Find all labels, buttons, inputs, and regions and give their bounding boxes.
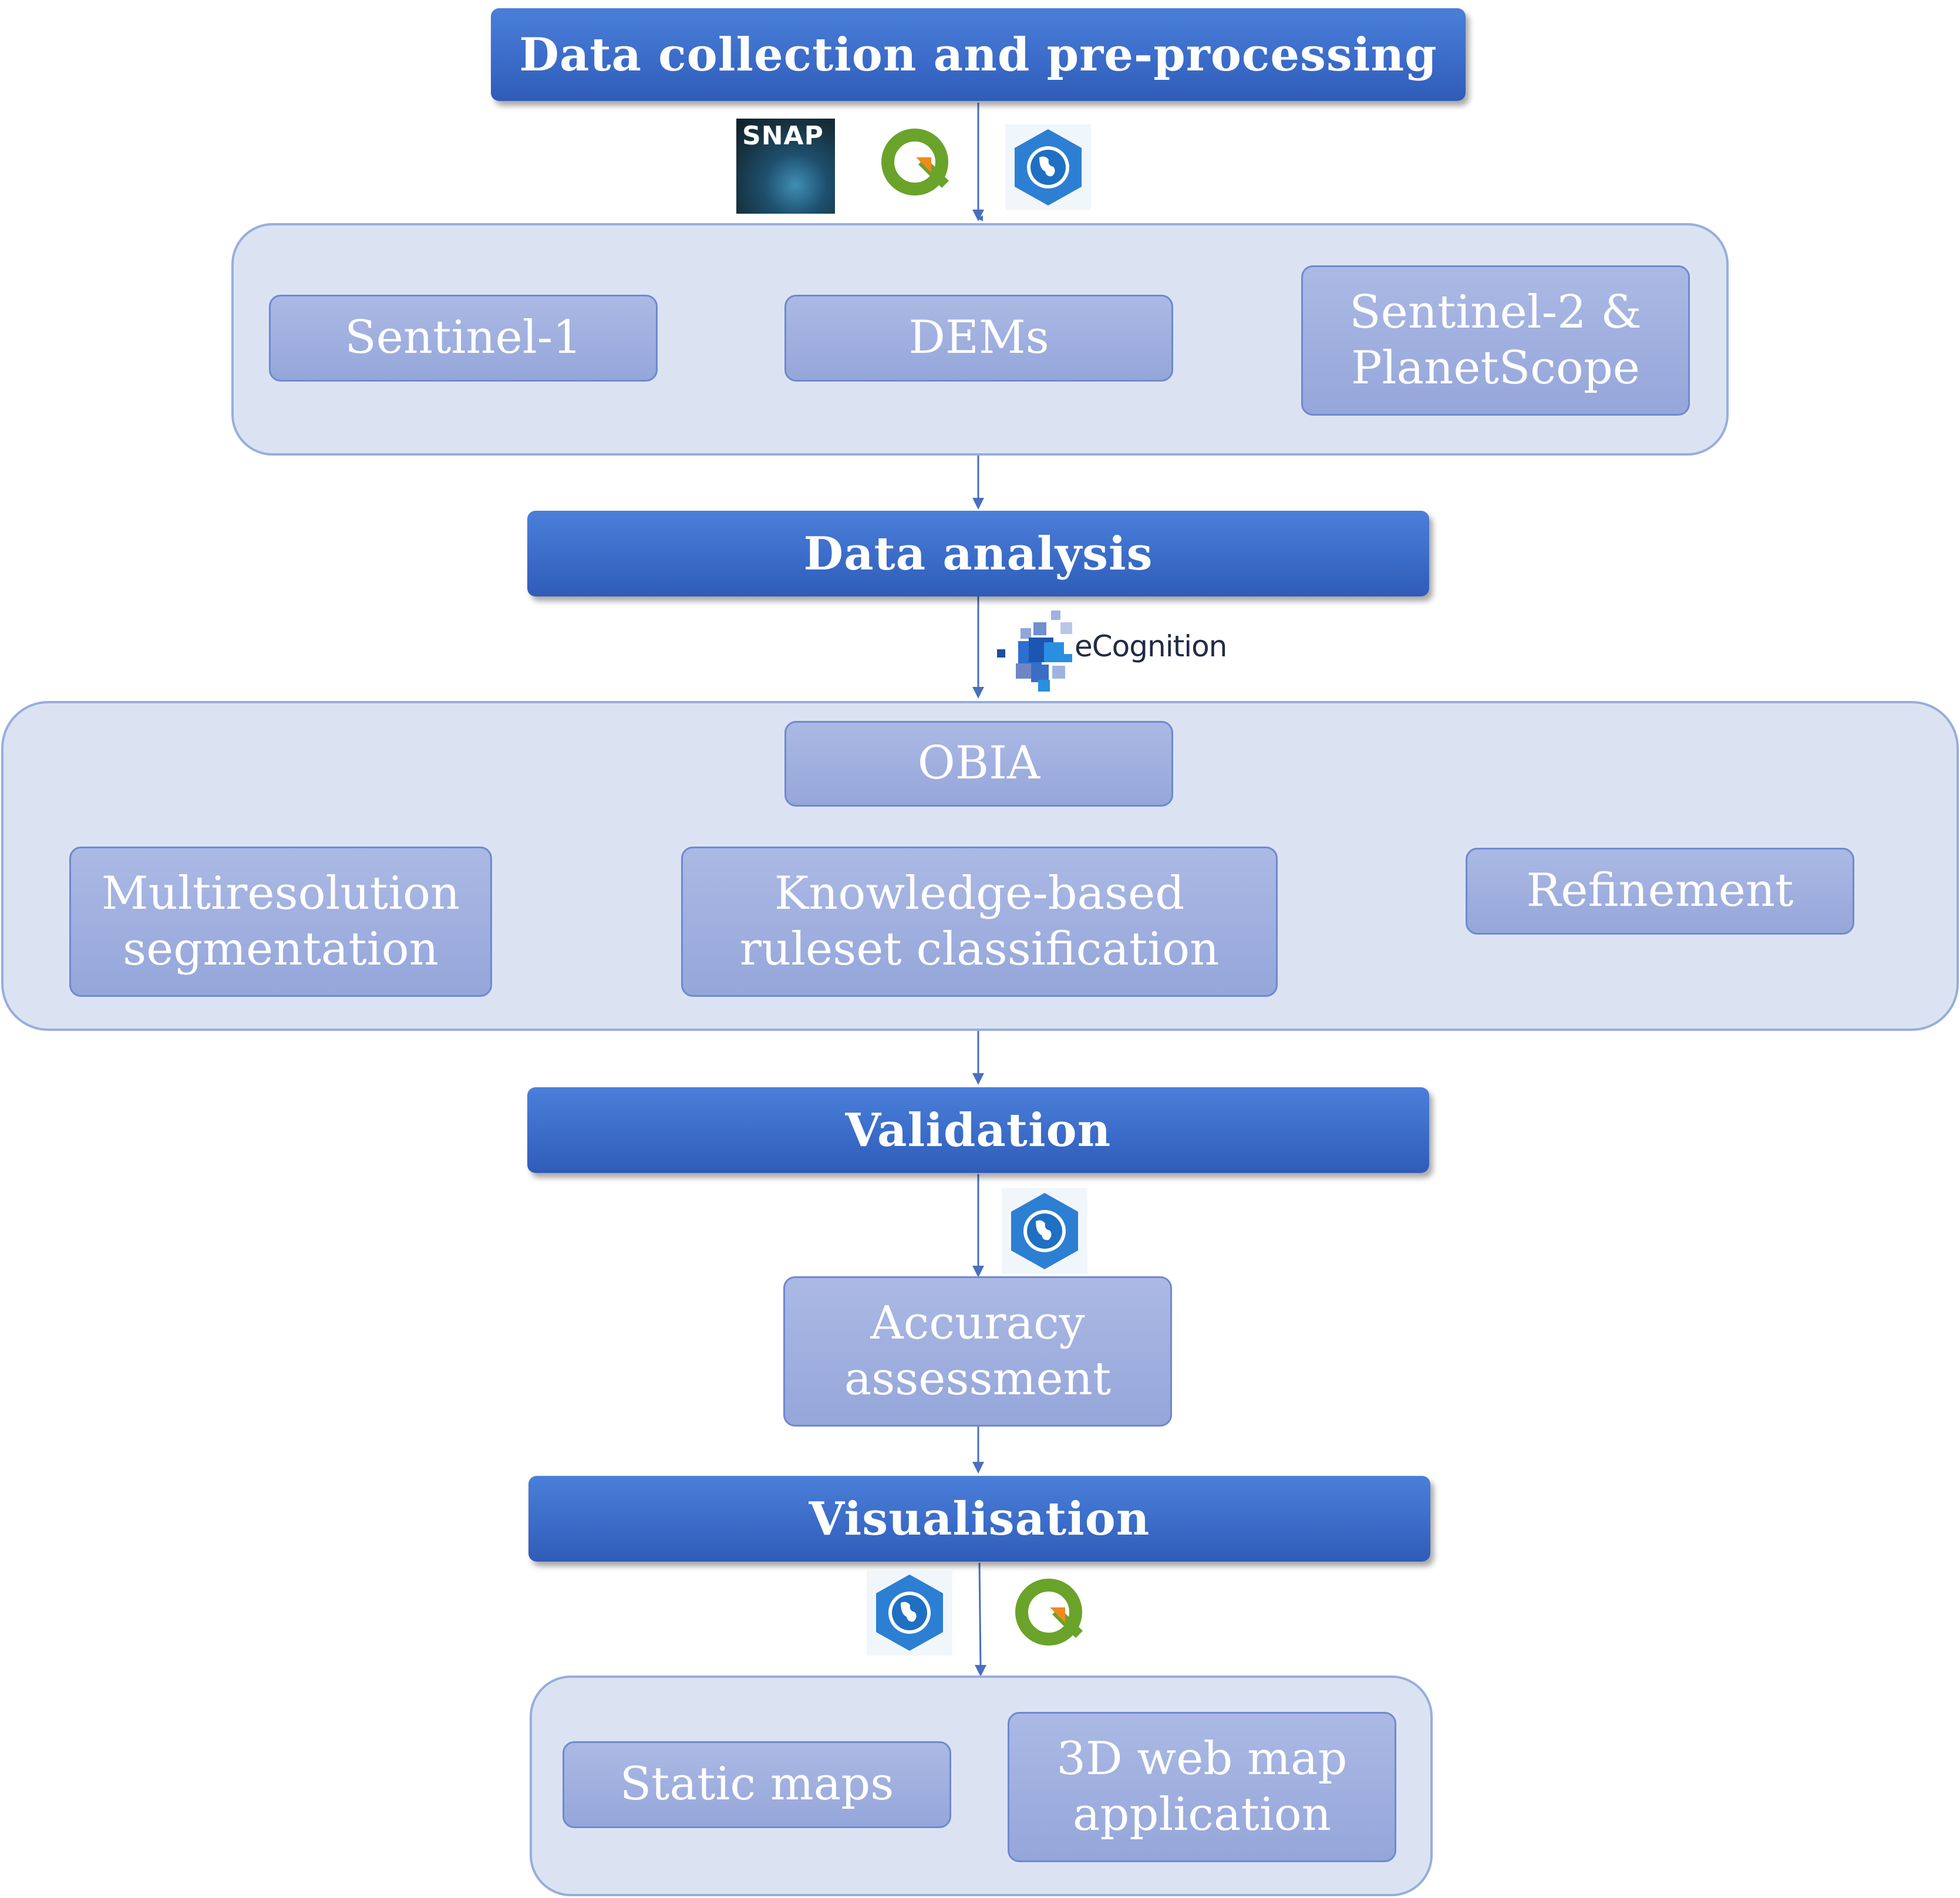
stage-header-visualisation: Visualisation	[528, 1476, 1430, 1562]
input-dems: DEMs	[784, 295, 1173, 382]
segmentation-label-line2: segmentation	[123, 923, 439, 976]
input-dems-label: DEMs	[908, 311, 1049, 365]
stage-header-analysis: Data analysis	[527, 511, 1429, 596]
ecognition-logo-text: eCognition	[1075, 629, 1227, 663]
snap-logo-text: SNAP	[742, 121, 824, 151]
stage-header-collection-label: Data collection and pre-processing	[519, 28, 1437, 82]
arrowhead	[975, 1665, 986, 1677]
obia-box: OBIA	[784, 721, 1173, 807]
input-sentinel-2-planetscope: Sentinel-2 & PlanetScope	[1301, 265, 1690, 416]
snap-logo-icon: SNAP	[736, 119, 835, 214]
stage-header-validation: Validation	[527, 1087, 1429, 1173]
arrowhead	[972, 1073, 984, 1085]
ecognition-logo-icon: eCognition	[995, 605, 1227, 693]
output-static-maps: Static maps	[563, 1741, 951, 1828]
output-web-map-label-line1: 3D web map	[1056, 1732, 1348, 1785]
refinement-label: Refinement	[1526, 864, 1794, 918]
arcgis-logo-icon	[1005, 124, 1091, 210]
arcgis-logo-icon	[867, 1570, 952, 1656]
accuracy-label-line1: Accuracy	[870, 1296, 1085, 1350]
arrowhead	[972, 687, 984, 699]
output-web-map-label-line2: application	[1073, 1788, 1331, 1841]
arrowhead	[972, 498, 984, 510]
classification-box: Knowledge-based ruleset classification	[681, 847, 1278, 997]
stage-header-visualisation-label: Visualisation	[809, 1492, 1150, 1546]
arcgis-logo-icon	[1002, 1188, 1087, 1274]
qgis-logo-icon	[1015, 1579, 1083, 1646]
accuracy-assessment-box: Accuracy assessment	[783, 1276, 1172, 1427]
segmentation-box: Multiresolution segmentation	[69, 847, 492, 997]
qgis-logo-icon	[881, 129, 949, 195]
input-sentinel-1: Sentinel-1	[269, 295, 658, 382]
stage-header-validation-label: Validation	[845, 1103, 1112, 1157]
output-static-maps-label: Static maps	[619, 1758, 894, 1811]
stage-header-collection: Data collection and pre-processing	[491, 8, 1466, 101]
classification-label-line1: Knowledge-based	[774, 867, 1185, 920]
accuracy-label-line2: assessment	[844, 1353, 1112, 1405]
arrowhead	[972, 1462, 984, 1474]
output-3d-web-map: 3D web map application	[1008, 1712, 1396, 1862]
classification-label-line2: ruleset classification	[739, 923, 1220, 976]
segmentation-label-line1: Multiresolution	[101, 867, 460, 920]
obia-label: OBIA	[917, 737, 1040, 790]
input-sentinel-1-label: Sentinel-1	[345, 311, 582, 365]
input-sentinel-2-label-line2: PlanetScope	[1351, 342, 1640, 395]
input-sentinel-2-label-line1: Sentinel-2 &	[1349, 285, 1642, 339]
refinement-box: Refinement	[1466, 848, 1854, 935]
arrowhead	[972, 1266, 984, 1277]
stage-header-analysis-label: Data analysis	[803, 527, 1153, 581]
arrow-visualisation-to-outputs	[978, 1562, 982, 1668]
arrowhead	[972, 210, 984, 221]
